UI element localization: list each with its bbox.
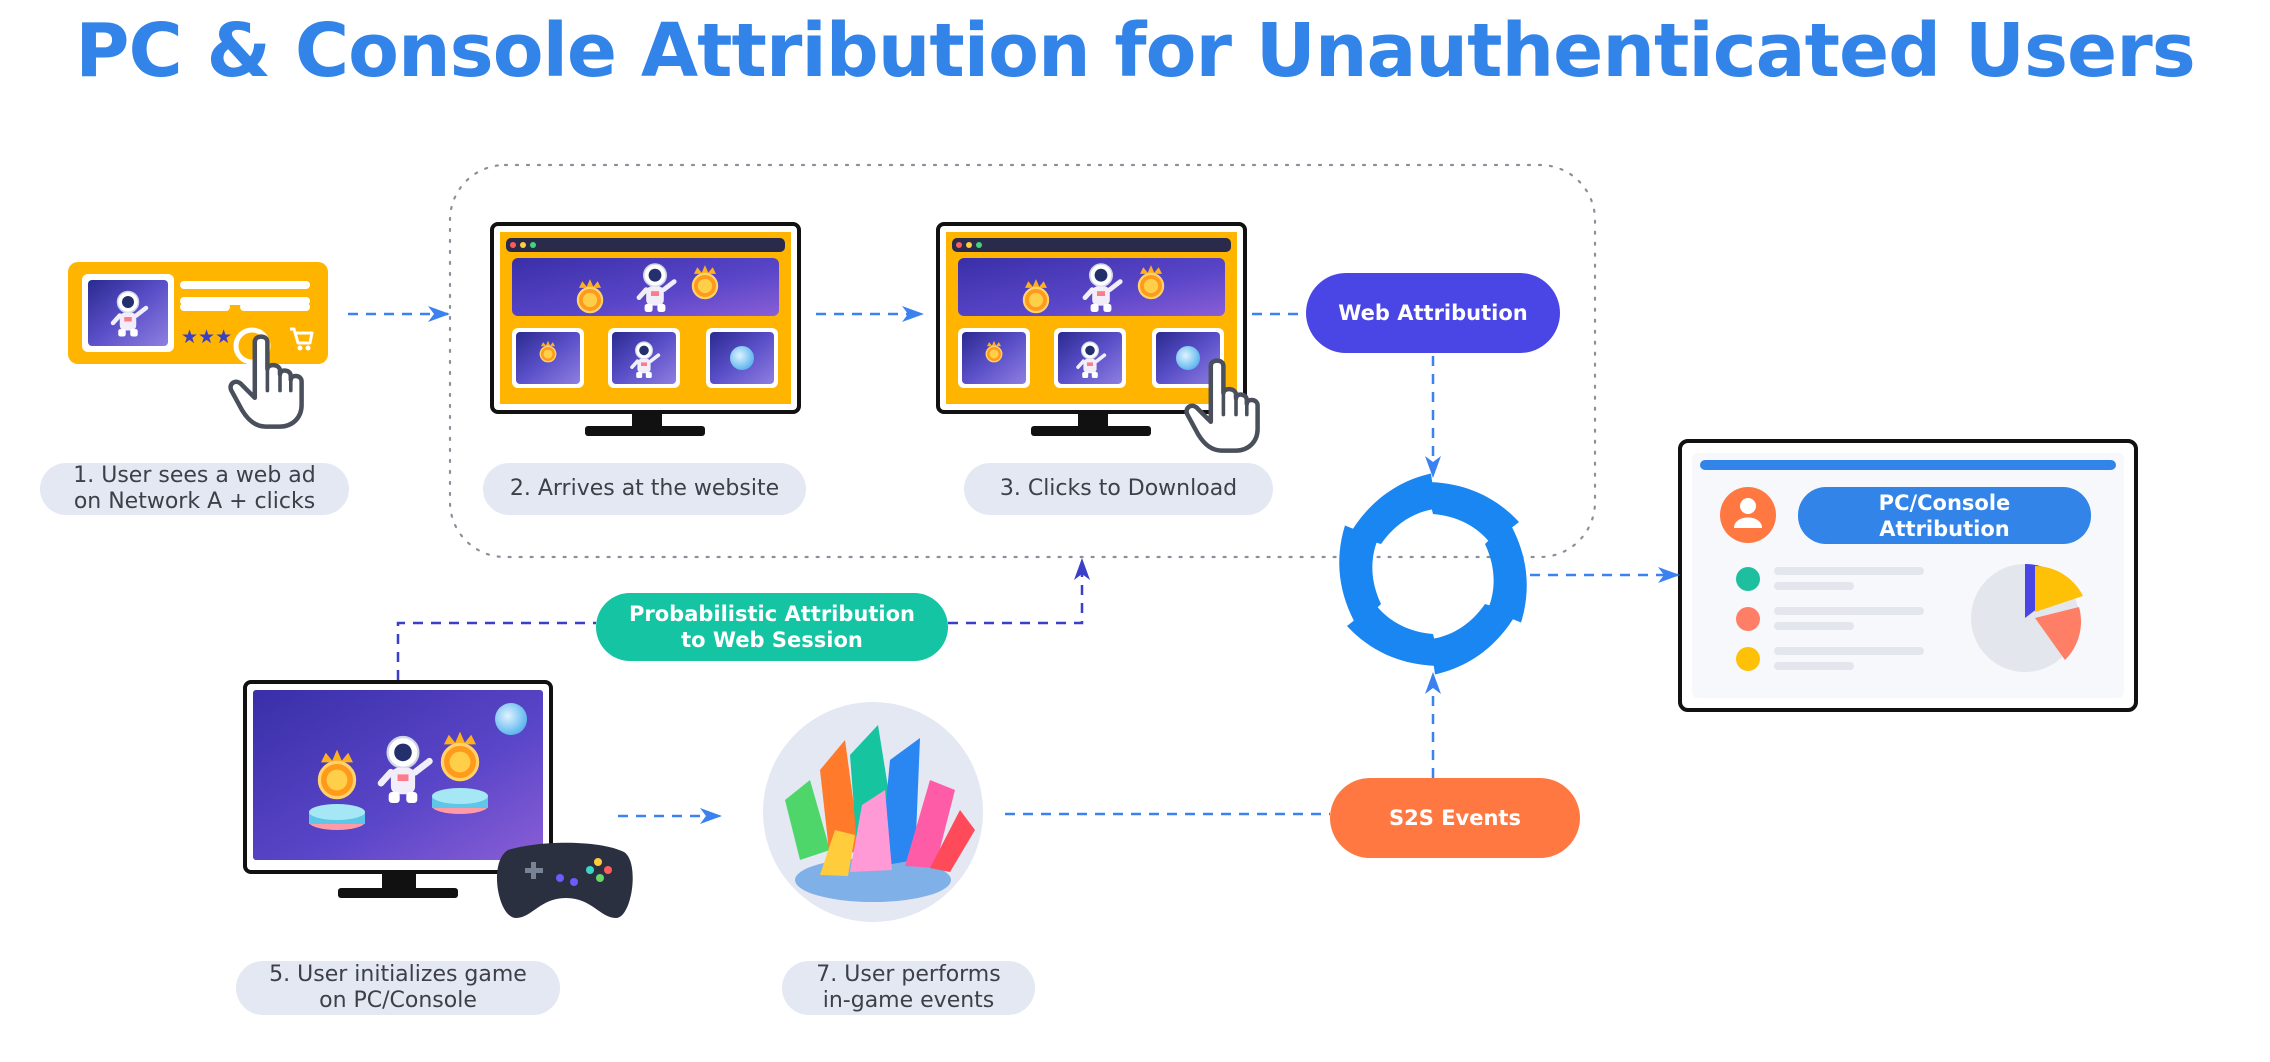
web-attribution-label: Web Attribution: [1338, 301, 1528, 325]
download-monitor: [936, 222, 1258, 451]
moon-icon: [495, 703, 527, 735]
gamepad-icon: [496, 842, 633, 918]
s2s-events-label: S2S Events: [1389, 806, 1521, 830]
step5-caption: 5. User initializes game on PC/Console: [236, 961, 560, 1015]
rating-stars: ★★★: [181, 326, 232, 348]
crystals-icon: [763, 702, 983, 922]
website-boundary: [448, 163, 1597, 559]
web-attribution-badge: Web Attribution: [1306, 273, 1560, 353]
step1-line1: 1. User sees a web ad: [73, 463, 316, 488]
swirl-logo-icon: [1339, 473, 1527, 675]
step7-line1: 7. User performs: [816, 962, 1001, 987]
page-title: PC & Console Attribution for Unauthentic…: [75, 8, 2196, 94]
medal-icon: [317, 747, 357, 800]
dashboard-line2: Attribution: [1879, 516, 2010, 541]
step5-line1: 5. User initializes game: [269, 962, 527, 987]
step3-label: 3. Clicks to Download: [999, 476, 1238, 501]
probabilistic-line2: to Web Session: [681, 628, 863, 652]
medal-icon: [440, 729, 480, 782]
website-monitor: [490, 222, 801, 436]
dashboard-line1: PC/Console: [1878, 490, 2011, 515]
s2s-events-badge: S2S Events: [1330, 778, 1580, 858]
cart-icon: [290, 327, 314, 351]
step7-line2: in-game events: [822, 988, 995, 1013]
dashboard-title: PC/Console Attribution: [1798, 487, 2091, 544]
step7-caption: 7. User performs in-game events: [782, 961, 1035, 1015]
pc-console-monitor: [243, 680, 633, 918]
probabilistic-attribution-badge: Probabilistic Attribution to Web Session: [596, 593, 948, 661]
step1-caption: 1. User sees a web ad on Network A + cli…: [40, 463, 349, 515]
user-icon: [1734, 498, 1762, 528]
step1-line2: on Network A + clicks: [73, 489, 316, 514]
attribution-dashboard: [1678, 439, 2138, 712]
step5-line2: on PC/Console: [319, 988, 477, 1013]
step3-caption: 3. Clicks to Download: [964, 463, 1273, 515]
pie-chart-icon: [1971, 563, 2083, 672]
probabilistic-line1: Probabilistic Attribution: [629, 602, 915, 626]
step2-caption: 2. Arrives at the website: [483, 463, 806, 515]
step2-label: 2. Arrives at the website: [509, 476, 780, 501]
web-ad-card: ★★★: [68, 262, 328, 427]
flow-arrows: [348, 306, 1680, 824]
